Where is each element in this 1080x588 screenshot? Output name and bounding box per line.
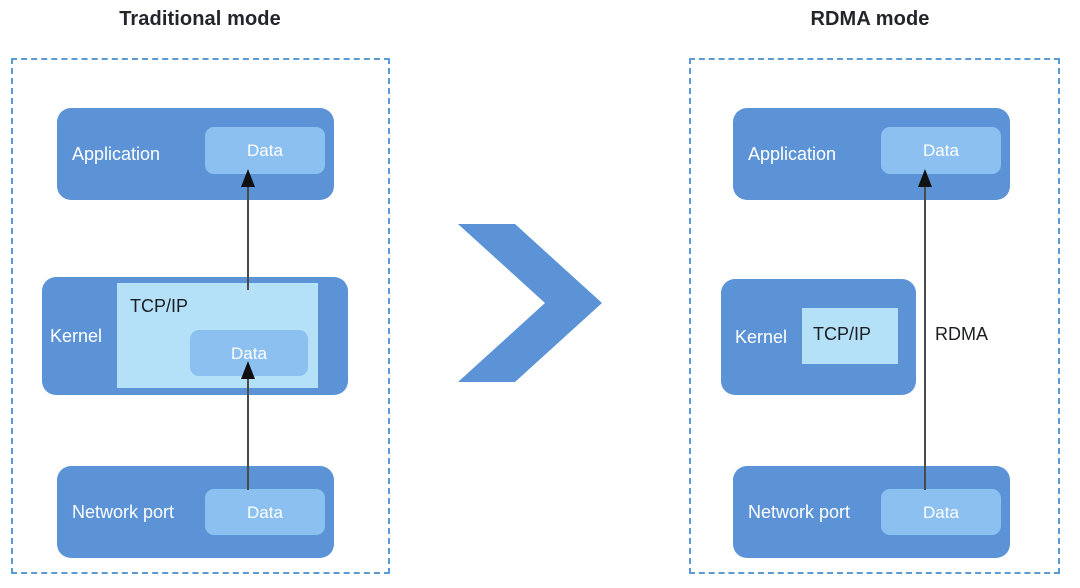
traditional-kernel-data-chip: Data bbox=[190, 330, 308, 376]
traditional-application-box: Application Data bbox=[57, 108, 334, 200]
rdma-network-port-data-label: Data bbox=[923, 502, 959, 522]
rdma-path-label: RDMA bbox=[935, 324, 988, 344]
traditional-application-data-label: Data bbox=[247, 141, 283, 160]
traditional-kernel-label: Kernel bbox=[50, 326, 103, 346]
rdma-kernel-label: Kernel bbox=[735, 327, 788, 347]
traditional-mode-region bbox=[11, 58, 390, 574]
panel-title-traditional: Traditional mode bbox=[119, 8, 281, 30]
traditional-application-label: Application bbox=[72, 144, 161, 164]
traditional-network-port-label: Network port bbox=[72, 502, 175, 522]
traditional-network-port-box: Network port Data bbox=[57, 466, 334, 558]
rdma-mode-region bbox=[689, 58, 1060, 574]
rdma-application-box: Application Data bbox=[733, 108, 1010, 200]
rdma-network-port-data-chip: Data bbox=[881, 489, 1001, 535]
traditional-application-data-chip: Data bbox=[205, 127, 325, 174]
traditional-network-to-kernel-arrow bbox=[241, 361, 255, 490]
rdma-kernel-box: Kernel TCP/IP bbox=[721, 279, 916, 395]
chevron-right-icon bbox=[458, 224, 602, 382]
rdma-network-to-application-arrow bbox=[918, 169, 932, 490]
rdma-application-label: Application bbox=[748, 144, 837, 164]
traditional-kernel-data-label: Data bbox=[231, 343, 267, 363]
rdma-network-port-box: Network port Data bbox=[733, 466, 1010, 558]
traditional-tcpip-label: TCP/IP bbox=[130, 296, 189, 316]
rdma-application-data-chip: Data bbox=[881, 127, 1001, 174]
rdma-tcpip-panel bbox=[802, 308, 898, 364]
traditional-kernel-box: Kernel TCP/IP Data bbox=[42, 277, 348, 395]
rdma-tcpip-label: TCP/IP bbox=[813, 324, 872, 344]
traditional-network-port-data-chip: Data bbox=[205, 489, 325, 535]
traditional-network-port-data-label: Data bbox=[247, 502, 283, 522]
rdma-application-data-label: Data bbox=[923, 141, 959, 160]
traditional-kernel-to-application-arrow bbox=[241, 169, 255, 290]
rdma-network-port-label: Network port bbox=[748, 502, 851, 522]
panel-title-rdma: RDMA mode bbox=[810, 8, 930, 30]
